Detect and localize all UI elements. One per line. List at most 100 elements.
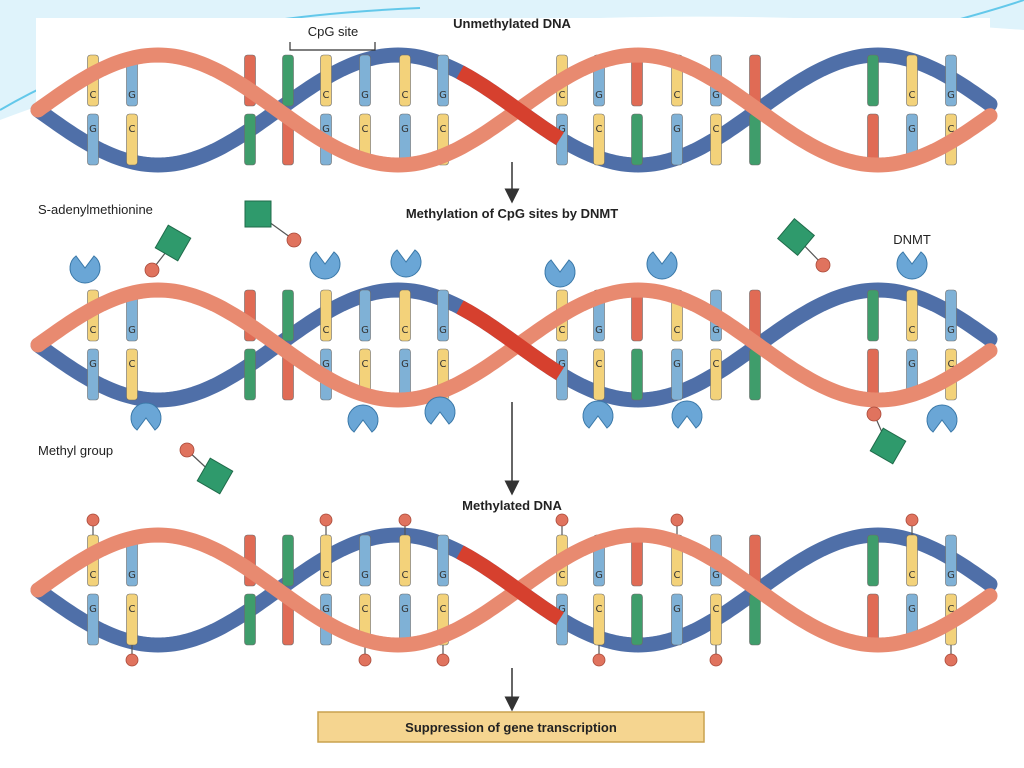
strand-accent — [456, 65, 564, 146]
base-letter-top: C — [674, 570, 681, 581]
base-letter-top: C — [323, 90, 330, 101]
base-bottom — [126, 348, 138, 401]
base-bottom — [593, 348, 605, 401]
base-letter-bottom: C — [596, 359, 603, 370]
base-letter-top: G — [947, 325, 955, 336]
sam-molecule — [179, 442, 234, 495]
base-letter-bottom: G — [908, 359, 916, 370]
base-bottom — [87, 113, 99, 166]
base-top — [906, 289, 918, 342]
base-bottom — [126, 593, 138, 646]
base-top — [399, 54, 411, 107]
base-letter-top: G — [439, 570, 447, 581]
base-bottom — [631, 593, 643, 646]
methyl-group-top — [398, 513, 412, 527]
base-bottom — [593, 113, 605, 166]
base-letter-bottom: C — [440, 359, 447, 370]
base-bottom — [244, 113, 256, 166]
base-letter-bottom: C — [948, 604, 955, 615]
methyl-group-top — [555, 513, 569, 527]
base-letter-bottom: C — [948, 359, 955, 370]
strand-accent — [456, 545, 564, 626]
methyl-group-bottom — [358, 653, 372, 667]
methyl-group-top — [86, 513, 100, 527]
base-top — [437, 289, 449, 342]
base-letter-top: G — [712, 570, 720, 581]
methyl-group-bottom — [709, 653, 723, 667]
base-bottom — [671, 113, 683, 166]
methyl-group-top — [905, 513, 919, 527]
base-top — [437, 534, 449, 587]
base-letter-bottom: C — [596, 604, 603, 615]
sam-molecule — [866, 406, 907, 465]
base-top — [867, 534, 879, 587]
base-letter-bottom: G — [89, 124, 97, 135]
base-letter-top: C — [90, 90, 97, 101]
base-top — [282, 534, 294, 587]
label-methyl-group: Methyl group — [38, 443, 113, 458]
base-bottom — [244, 348, 256, 401]
base-bottom — [244, 593, 256, 646]
base-letter-bottom: C — [362, 359, 369, 370]
base-letter-bottom: C — [596, 124, 603, 135]
base-letter-top: C — [559, 325, 566, 336]
base-bottom — [126, 113, 138, 166]
base-letter-top: G — [595, 90, 603, 101]
base-letter-bottom: G — [908, 124, 916, 135]
base-letter-top: G — [947, 90, 955, 101]
base-bottom — [749, 593, 761, 646]
base-letter-bottom: G — [89, 359, 97, 370]
base-letter-bottom: C — [948, 124, 955, 135]
methyl-group-top — [319, 513, 333, 527]
strand-accent — [456, 300, 564, 381]
base-top — [399, 289, 411, 342]
base-bottom — [671, 593, 683, 646]
label-methylation-step: Methylation of CpG sites by DNMT — [406, 206, 618, 221]
base-letter-bottom: G — [673, 124, 681, 135]
base-letter-top: G — [128, 570, 136, 581]
base-letter-top: G — [712, 325, 720, 336]
base-letter-bottom: G — [89, 604, 97, 615]
base-top — [359, 289, 371, 342]
base-letter-top: C — [909, 570, 916, 581]
base-letter-top: G — [947, 570, 955, 581]
methyl-group-top — [670, 513, 684, 527]
base-letter-bottom: G — [322, 124, 330, 135]
sam-molecule — [776, 217, 831, 273]
base-letter-bottom: C — [362, 124, 369, 135]
base-letter-top: G — [439, 90, 447, 101]
dnmt-enzyme — [646, 251, 678, 280]
base-letter-top: C — [559, 570, 566, 581]
base-letter-bottom: C — [713, 124, 720, 135]
enzyme-and-methyl-layer — [69, 200, 958, 495]
base-letter-top: C — [909, 325, 916, 336]
dnmt-enzyme — [130, 402, 162, 431]
base-letter-top: G — [361, 90, 369, 101]
base-top — [945, 534, 957, 587]
methyl-group-bottom — [592, 653, 606, 667]
cpg-site-bracket — [289, 42, 376, 51]
base-letter-bottom: G — [558, 124, 566, 135]
base-letter-top: G — [128, 90, 136, 101]
base-bottom — [710, 113, 722, 166]
base-letter-bottom: C — [440, 124, 447, 135]
base-letter-top: C — [402, 570, 409, 581]
base-top — [437, 54, 449, 107]
base-letter-bottom: G — [322, 359, 330, 370]
base-letter-bottom: G — [401, 604, 409, 615]
dnmt-enzyme — [347, 404, 379, 433]
dnmt-enzyme — [582, 400, 614, 429]
base-letter-bottom: C — [129, 124, 136, 135]
base-letter-top: C — [90, 570, 97, 581]
dnmt-enzyme — [544, 259, 576, 288]
base-letter-bottom: G — [558, 604, 566, 615]
base-top — [867, 54, 879, 107]
base-letter-bottom: C — [362, 604, 369, 615]
base-bottom — [87, 593, 99, 646]
label-suppression: Suppression of gene transcription — [405, 720, 617, 735]
base-bottom — [749, 348, 761, 401]
base-letter-bottom: G — [322, 604, 330, 615]
